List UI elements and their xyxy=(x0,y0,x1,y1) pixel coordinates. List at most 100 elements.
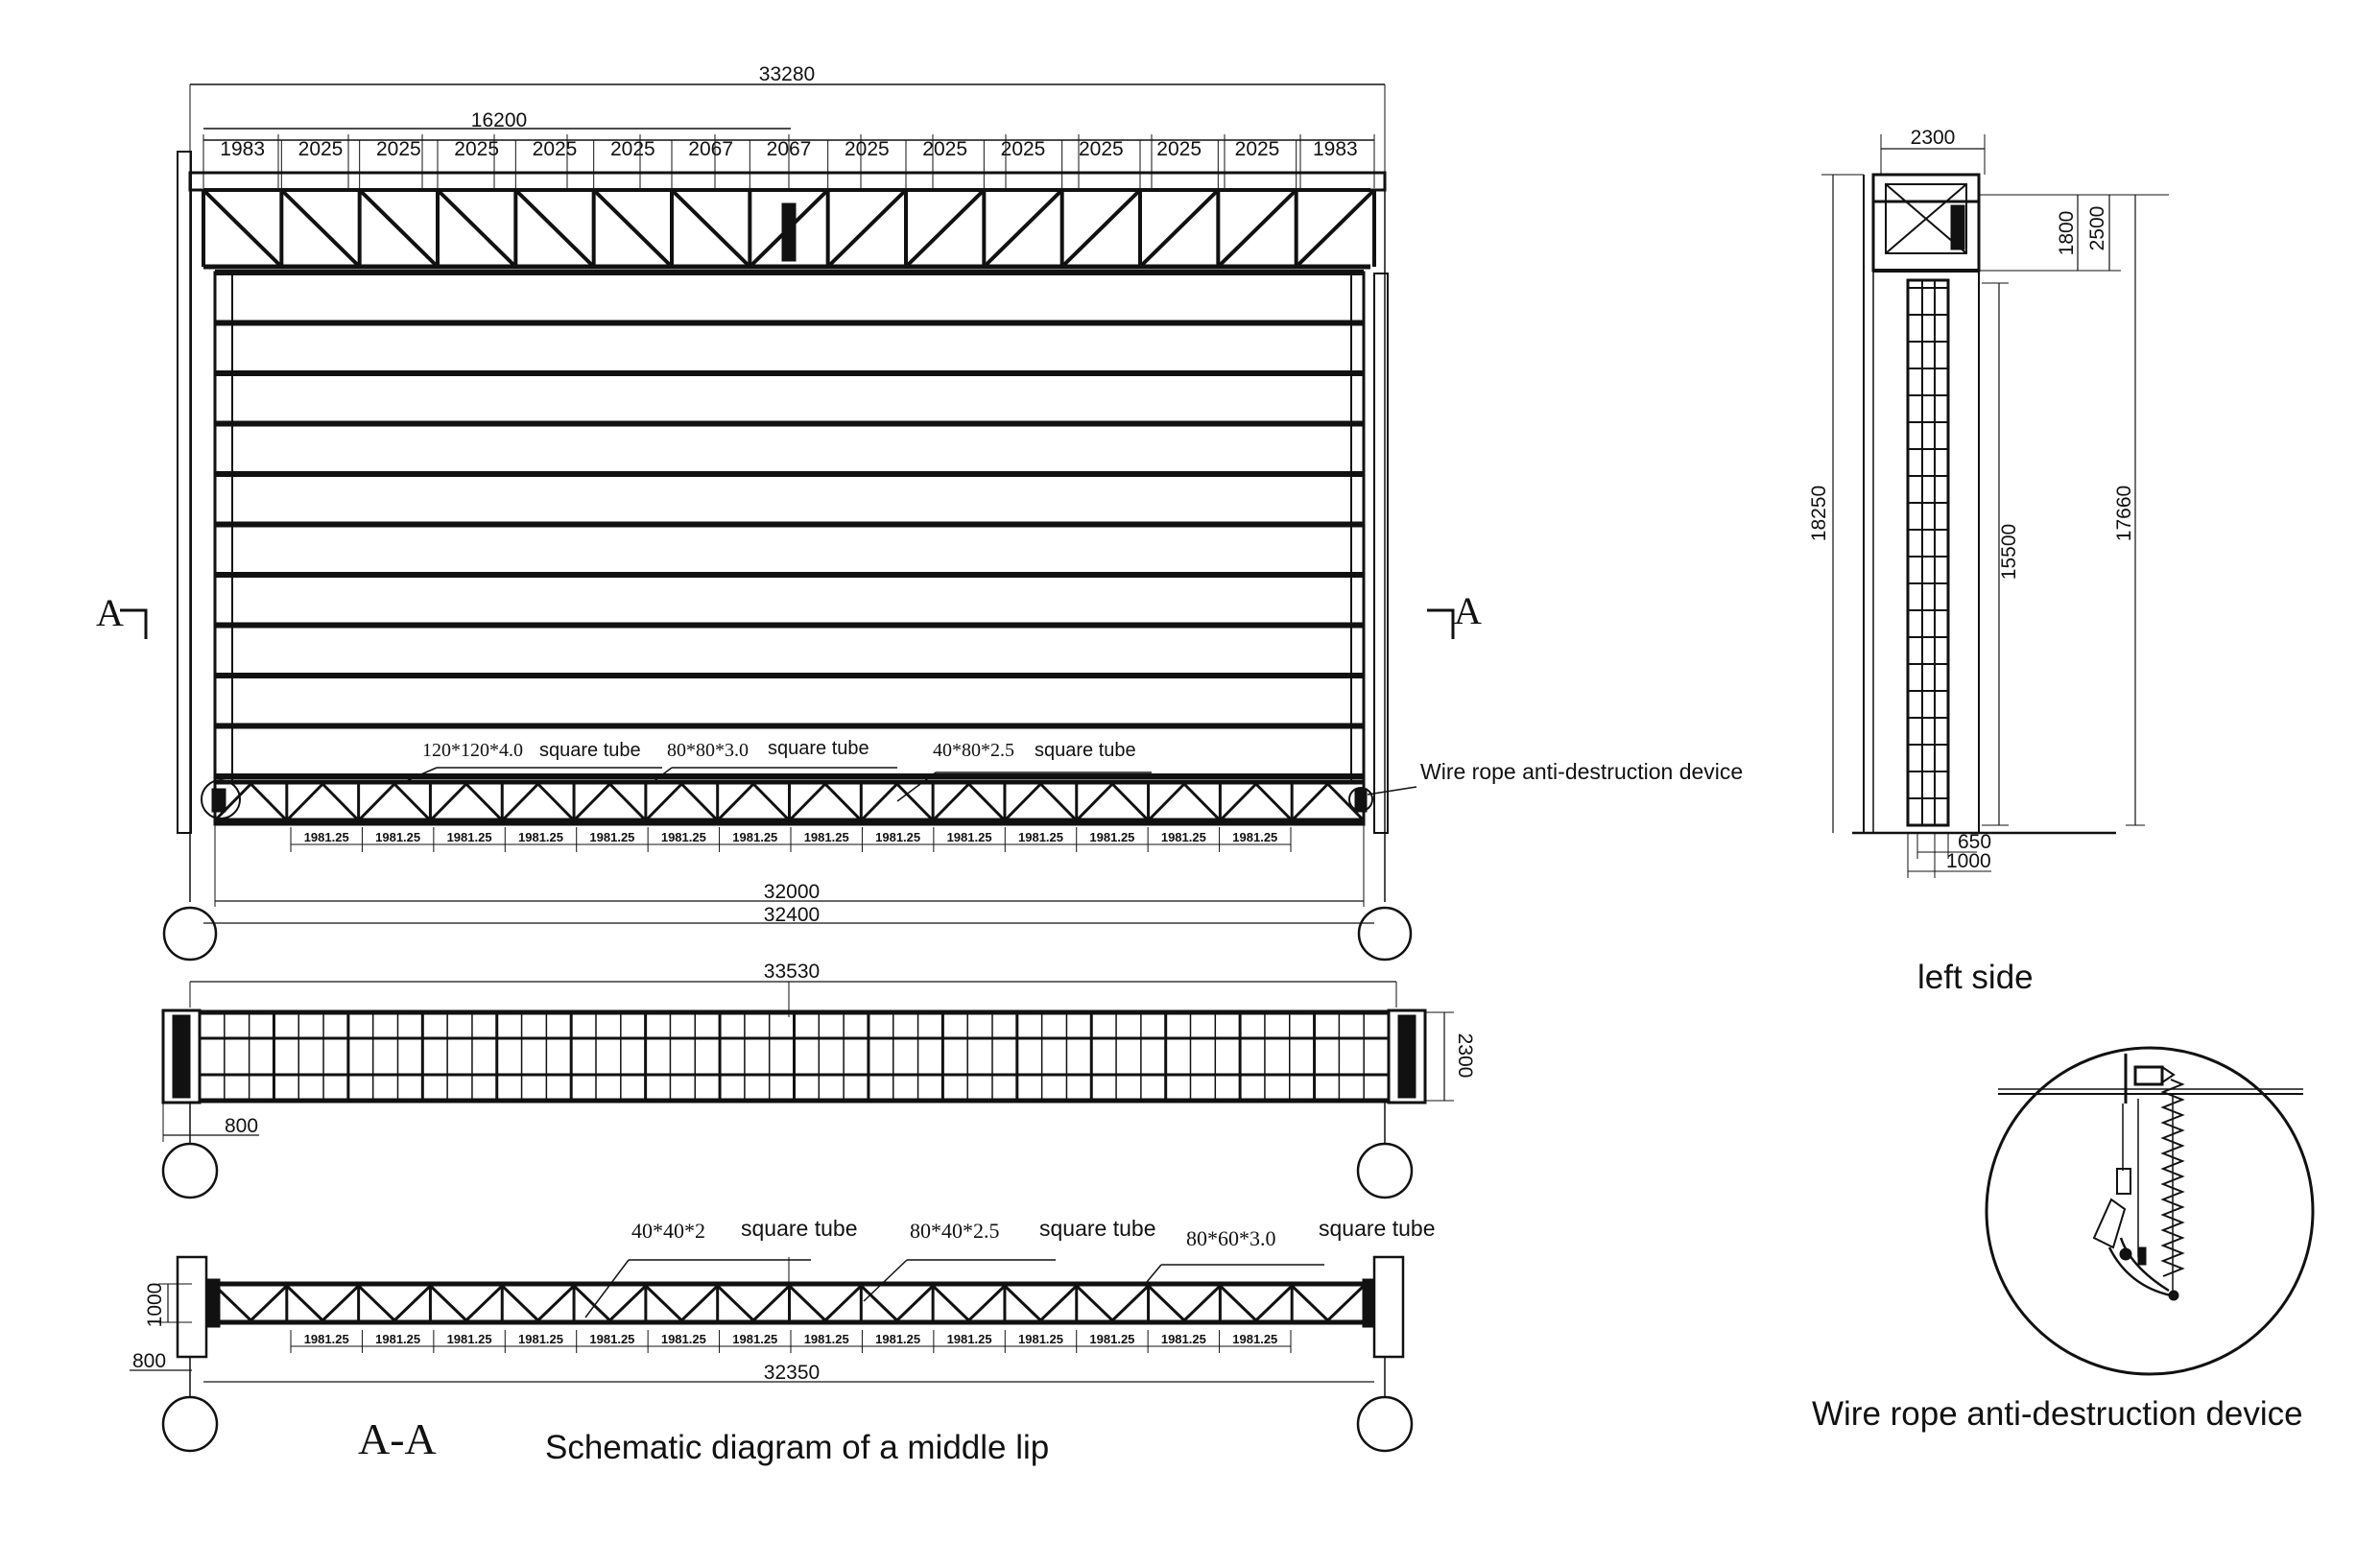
section-truss-diagonal xyxy=(357,1284,396,1322)
section-span-dim: 1981.25 xyxy=(304,1332,349,1346)
section-truss-diagonal xyxy=(752,1284,791,1322)
top-truss-diagonal xyxy=(982,188,1064,269)
top-span-dim: 2025 xyxy=(845,138,890,160)
section-span-dim: 1981.25 xyxy=(875,1332,920,1346)
section-span-dim: 1981.25 xyxy=(947,1332,992,1346)
bottom-span-dims: 1981.25 1981.25 1981.25 1981.25 1981.25 1981.… xyxy=(304,830,1278,844)
bottom-span-dim: 1981.25 xyxy=(518,830,563,844)
bottom-span-dim: 1981.25 xyxy=(1161,830,1206,844)
diagram-caption: Schematic diagram of a middle lip xyxy=(545,1429,1049,1466)
bottom-truss-diagonal xyxy=(644,782,683,822)
top-span-dim: 2025 xyxy=(1079,138,1124,160)
inner-width-dim: 32000 xyxy=(764,881,820,903)
section-text-1: square tube xyxy=(741,1216,857,1241)
top-span-dim: 2025 xyxy=(298,138,344,160)
top-span-dim: 2025 xyxy=(1156,138,1202,160)
section-truss-diagonal xyxy=(932,1284,970,1322)
section-span-dim: 1981.25 xyxy=(1018,1332,1063,1346)
top-span-dim: 1983 xyxy=(220,138,265,160)
spring-coil xyxy=(2160,1079,2185,1277)
top-truss-diagonal xyxy=(592,188,674,269)
top-truss-diagonal xyxy=(513,188,596,269)
tube-label-120: square tube xyxy=(539,740,641,761)
section-total-dim: 32350 xyxy=(764,1362,820,1384)
section-spec-3: 80*60*3.0 xyxy=(1186,1226,1276,1250)
section-view xyxy=(130,1255,1414,1453)
section-truss-diagonal xyxy=(536,1284,576,1322)
bottom-truss-diagonal xyxy=(321,782,360,822)
tube-spec-40: 40*80*2.5 xyxy=(933,740,1014,761)
top-truss-diagonal xyxy=(202,188,283,269)
top-span-dim: 2025 xyxy=(610,138,655,160)
bottom-truss-diagonal xyxy=(1075,782,1114,822)
bottom-truss-diagonal xyxy=(860,782,898,822)
section-spec-1: 40*40*2 xyxy=(631,1219,705,1243)
top-truss-diagonal xyxy=(826,188,908,269)
bottom-truss-diagonal xyxy=(501,782,539,822)
side-view-caption: left side xyxy=(1917,959,2034,996)
section-span-dims: 1981.25 1981.25 1981.25 1981.25 1981.25 1981.… xyxy=(304,1332,1278,1346)
section-truss-diagonal xyxy=(1147,1284,1186,1322)
section-truss-diagonal xyxy=(213,1284,252,1322)
section-span-dim: 1981.25 xyxy=(1089,1332,1134,1346)
plan-width-dim: 33530 xyxy=(764,961,820,983)
section-truss-diagonal xyxy=(285,1284,324,1322)
bottom-span-dim: 1981.25 xyxy=(947,830,992,844)
bottom-truss-diagonal xyxy=(536,782,576,822)
bottom-span-dim: 1981.25 xyxy=(1232,830,1277,844)
side-dim-15500: 15500 xyxy=(1998,524,2020,580)
top-span-dim: 2067 xyxy=(767,138,812,160)
section-truss-diagonal xyxy=(1182,1284,1222,1322)
section-span-dim: 1981.25 xyxy=(375,1332,420,1346)
section-text-2: square tube xyxy=(1039,1216,1155,1241)
tube-label-80: square tube xyxy=(768,738,869,759)
section-truss-diagonal xyxy=(1003,1284,1042,1322)
tube-label-40: square tube xyxy=(1035,740,1136,761)
section-mark-left: A xyxy=(96,591,124,634)
section-truss-diagonal xyxy=(860,1284,898,1322)
section-truss-diagonal xyxy=(1219,1284,1257,1322)
bottom-truss-diagonal xyxy=(572,782,611,822)
top-truss-diagonal xyxy=(1216,188,1298,269)
tube-spec-80: 80*80*3.0 xyxy=(667,740,749,761)
top-truss-diagonal xyxy=(1295,188,1376,269)
bottom-truss-diagonal xyxy=(680,782,719,822)
section-offset-dim: 800 xyxy=(132,1350,166,1372)
side-dim-17660: 17660 xyxy=(2113,486,2135,541)
section-truss-diagonal xyxy=(608,1284,647,1322)
section-truss-diagonal xyxy=(464,1284,504,1322)
section-text-3: square tube xyxy=(1319,1216,1435,1241)
side-dim-18250: 18250 xyxy=(1808,486,1830,541)
section-span-dim: 1981.25 xyxy=(589,1332,634,1346)
bottom-span-dim: 1981.25 xyxy=(589,830,634,844)
top-truss-center-joint xyxy=(781,202,797,262)
top-truss-diagonal xyxy=(1138,188,1220,269)
top-span-dim: 2025 xyxy=(922,138,967,160)
top-truss-diagonal xyxy=(279,188,362,269)
bottom-truss-diagonal xyxy=(250,782,288,822)
plan-depth-dim: 2300 xyxy=(1454,1033,1476,1079)
top-view xyxy=(161,981,1454,1199)
side-view xyxy=(1821,134,2169,878)
top-truss-diagonal xyxy=(904,188,986,269)
section-truss-diagonal xyxy=(1254,1284,1294,1322)
top-truss-diagonal xyxy=(358,188,440,269)
top-span-dim: 2025 xyxy=(533,138,578,160)
bottom-truss-diagonal xyxy=(1182,782,1222,822)
bottom-truss-diagonal xyxy=(932,782,970,822)
section-span-dim: 1981.25 xyxy=(447,1332,492,1346)
side-top-width-dim: 2300 xyxy=(1911,127,1956,149)
section-truss-diagonal xyxy=(895,1284,935,1322)
section-truss-diagonal xyxy=(788,1284,826,1322)
section-span-dim: 1981.25 xyxy=(1232,1332,1277,1346)
half-width-dim: 16200 xyxy=(471,109,527,131)
side-dim-1000: 1000 xyxy=(1946,850,1991,872)
section-height-dim: 1000 xyxy=(144,1283,166,1328)
section-span-dim: 1981.25 xyxy=(732,1332,777,1346)
section-truss-diagonal xyxy=(1075,1284,1114,1322)
section-span-dim: 1981.25 xyxy=(1161,1332,1206,1346)
bottom-truss-diagonal xyxy=(788,782,826,822)
section-truss-diagonal xyxy=(1326,1284,1366,1322)
bottom-span-dim: 1981.25 xyxy=(661,830,706,844)
